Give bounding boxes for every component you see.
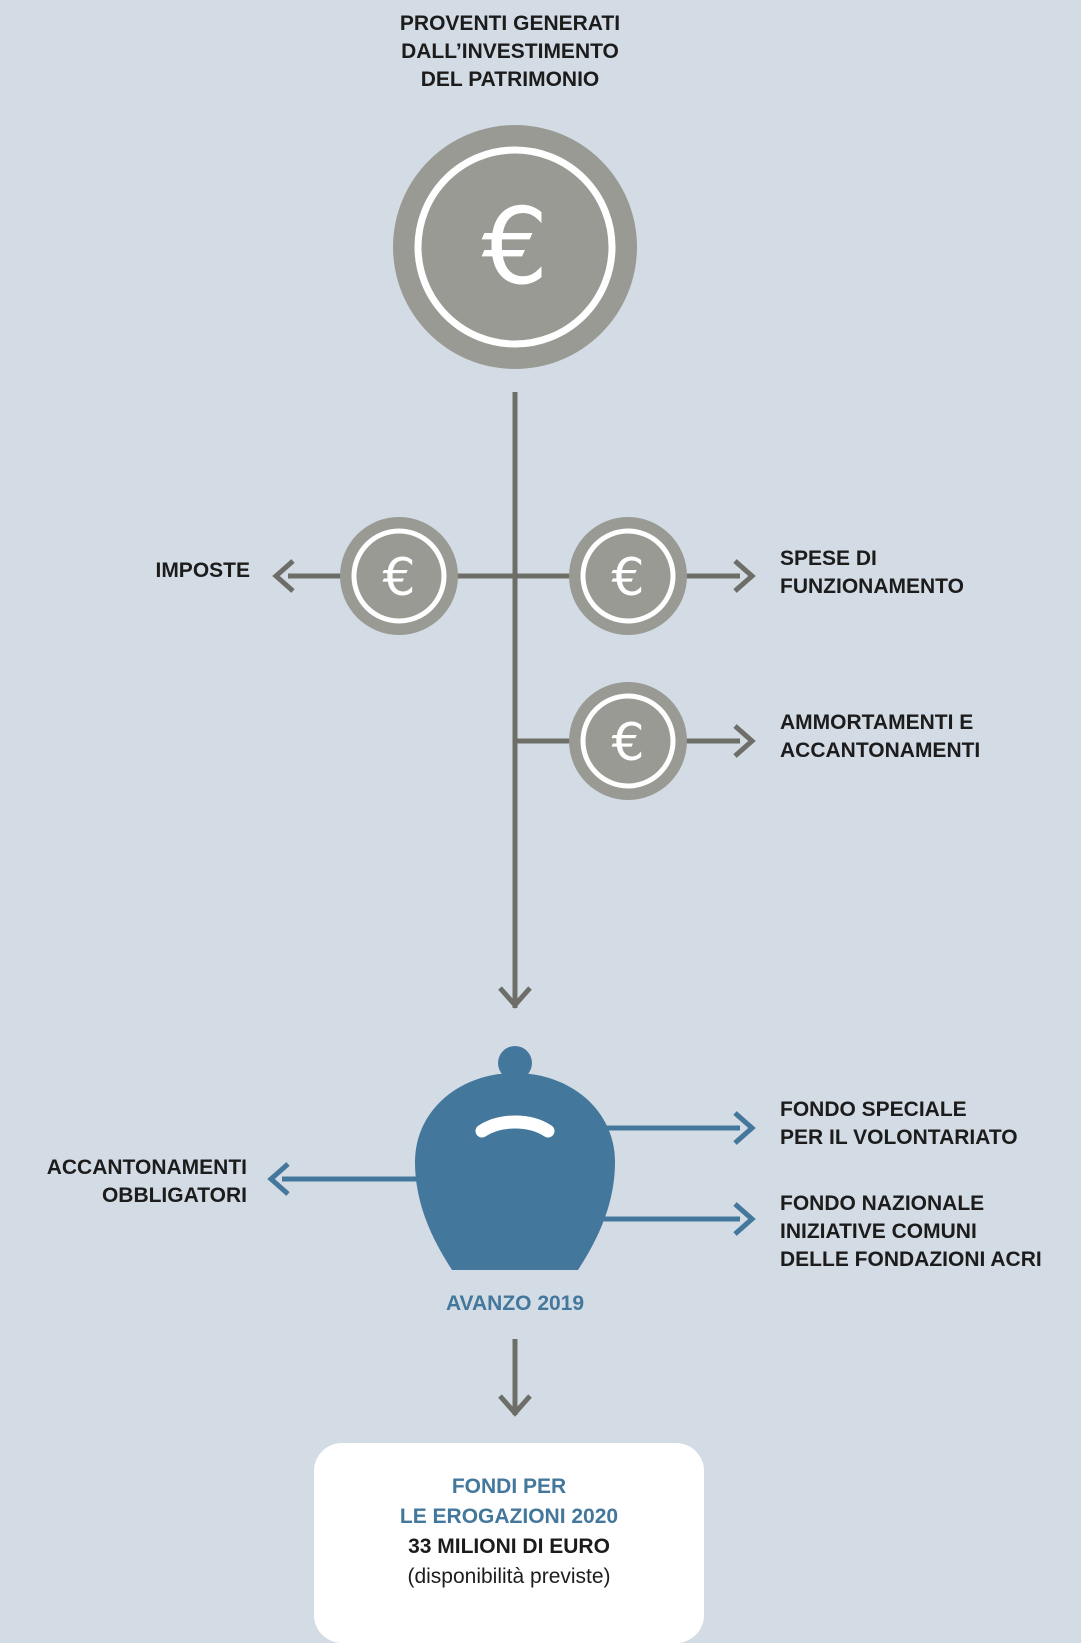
euro-coin-imposte-icon: € [340,517,458,635]
title-line-1: PROVENTI GENERATI [399,12,621,35]
result-note: (disponibilità previste) [407,1565,611,1588]
accantonamenti-obbligatori-arrowhead [267,1162,290,1196]
main-flow-arrowhead [498,986,532,1009]
svg-text:€: € [382,548,415,608]
euro-coin-large-icon: € [393,125,637,369]
ammortamenti-arrowhead [733,724,756,758]
fondo-volontariato-arrowhead [733,1111,756,1145]
piggy-bank-icon [415,1046,615,1270]
euro-coin-spese-icon: € [569,517,687,635]
imposte-arrowhead [272,559,295,593]
label-spese-funzionamento: SPESE DI FUNZIONAMENTO [780,547,964,598]
label-fondo-volontariato: FONDO SPECIALE PER IL VOLONTARIATO [780,1098,1018,1149]
title-line-3: DEL PATRIMONIO [420,68,600,91]
result-flow-arrowhead [498,1394,532,1417]
svg-text:€: € [482,186,549,308]
result-box: FONDI PER LE EROGAZIONI 2020 33 MILIONI … [314,1443,704,1643]
label-accantonamenti-obbligatori: ACCANTONAMENTI OBBLIGATORI [46,1156,247,1207]
label-ammortamenti: AMMORTAMENTI E ACCANTONAMENTI [780,711,981,762]
fondo-nazionale-arrowhead [733,1202,756,1236]
result-amount: 33 MILIONI DI EURO [408,1535,610,1558]
label-imposte: IMPOSTE [155,559,250,582]
spese-arrowhead [733,559,756,593]
svg-text:€: € [611,713,644,773]
label-avanzo: AVANZO 2019 [445,1292,585,1315]
label-fondo-nazionale: FONDO NAZIONALE INIZIATIVE COMUNI DELLE … [780,1192,1042,1271]
diagram-title: PROVENTI GENERATI DALL’INVESTIMENTO DEL … [290,10,730,94]
title-line-2: DALL’INVESTIMENTO [401,40,619,63]
euro-coin-ammortamenti-icon: € [569,682,687,800]
result-line-1: FONDI PER [451,1475,567,1498]
result-line-2: LE EROGAZIONI 2020 [399,1505,619,1528]
svg-text:€: € [611,548,644,608]
